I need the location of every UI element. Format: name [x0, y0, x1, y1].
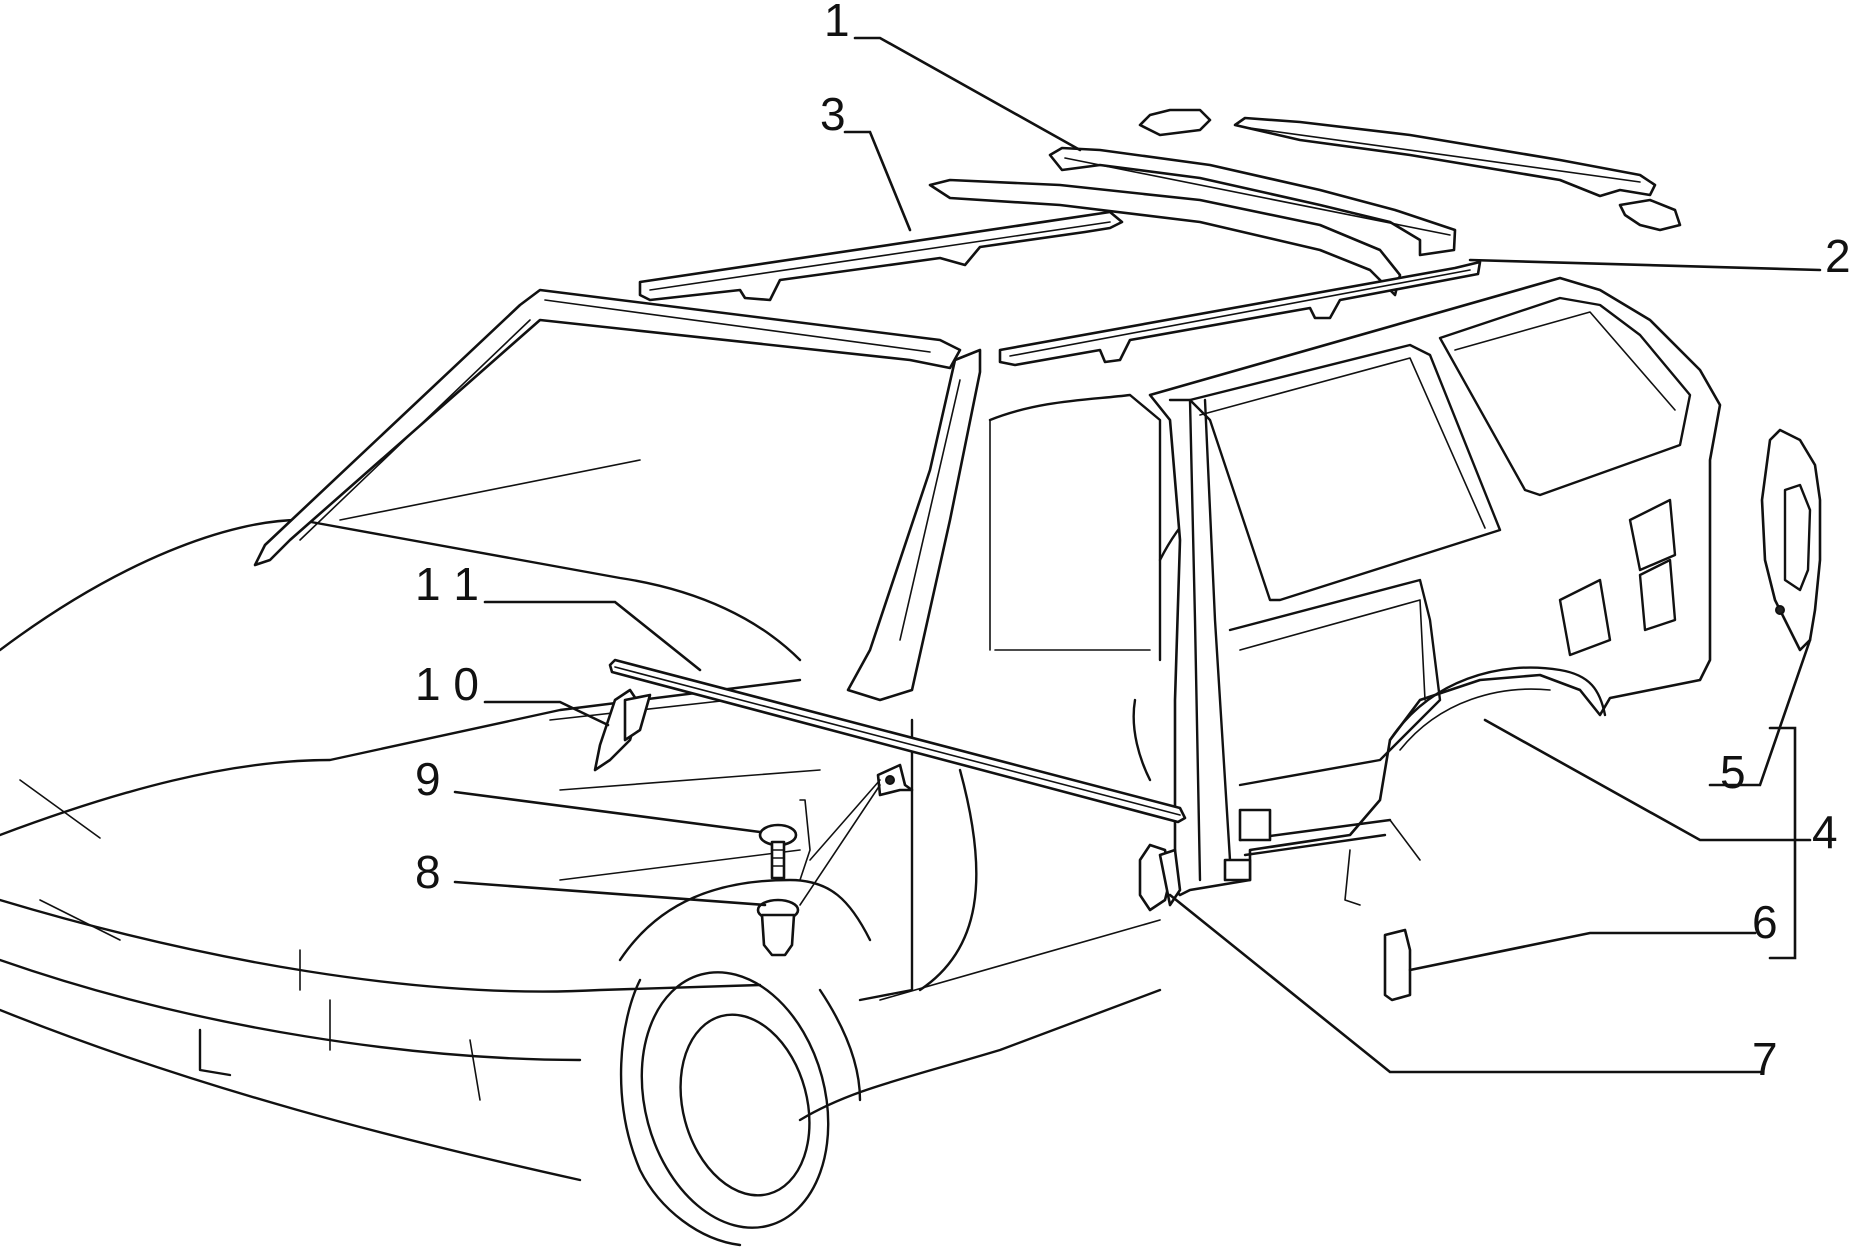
plug-part — [1383, 928, 1412, 1002]
callout-9: 9 — [415, 753, 441, 805]
callout-10: 1 0 — [415, 658, 479, 710]
leader-lines — [453, 36, 1822, 1074]
screw-part — [758, 823, 798, 880]
roof-parts — [638, 108, 1682, 367]
callout-numbers: 1 2 3 4 5 6 7 8 9 1 0 1 1 — [415, 0, 1851, 1085]
callout-7: 7 — [1752, 1033, 1778, 1085]
callout-1: 1 — [824, 0, 850, 46]
callout-5: 5 — [1720, 746, 1746, 798]
callout-4: 4 — [1812, 806, 1838, 858]
callout-6: 6 — [1752, 896, 1778, 948]
door-sill-rail — [608, 658, 1187, 824]
car-body-outline — [0, 288, 1242, 1247]
callout-3: 3 — [820, 88, 846, 140]
callout-2: 2 — [1825, 230, 1851, 282]
sill-bracket — [1138, 843, 1182, 912]
pillar-foot — [876, 763, 914, 797]
callout-11: 1 1 — [415, 558, 479, 610]
callout-8: 8 — [415, 846, 441, 898]
clip-part — [756, 898, 800, 957]
rear-quarter-panel — [1760, 428, 1822, 652]
bracket-part — [593, 688, 652, 772]
